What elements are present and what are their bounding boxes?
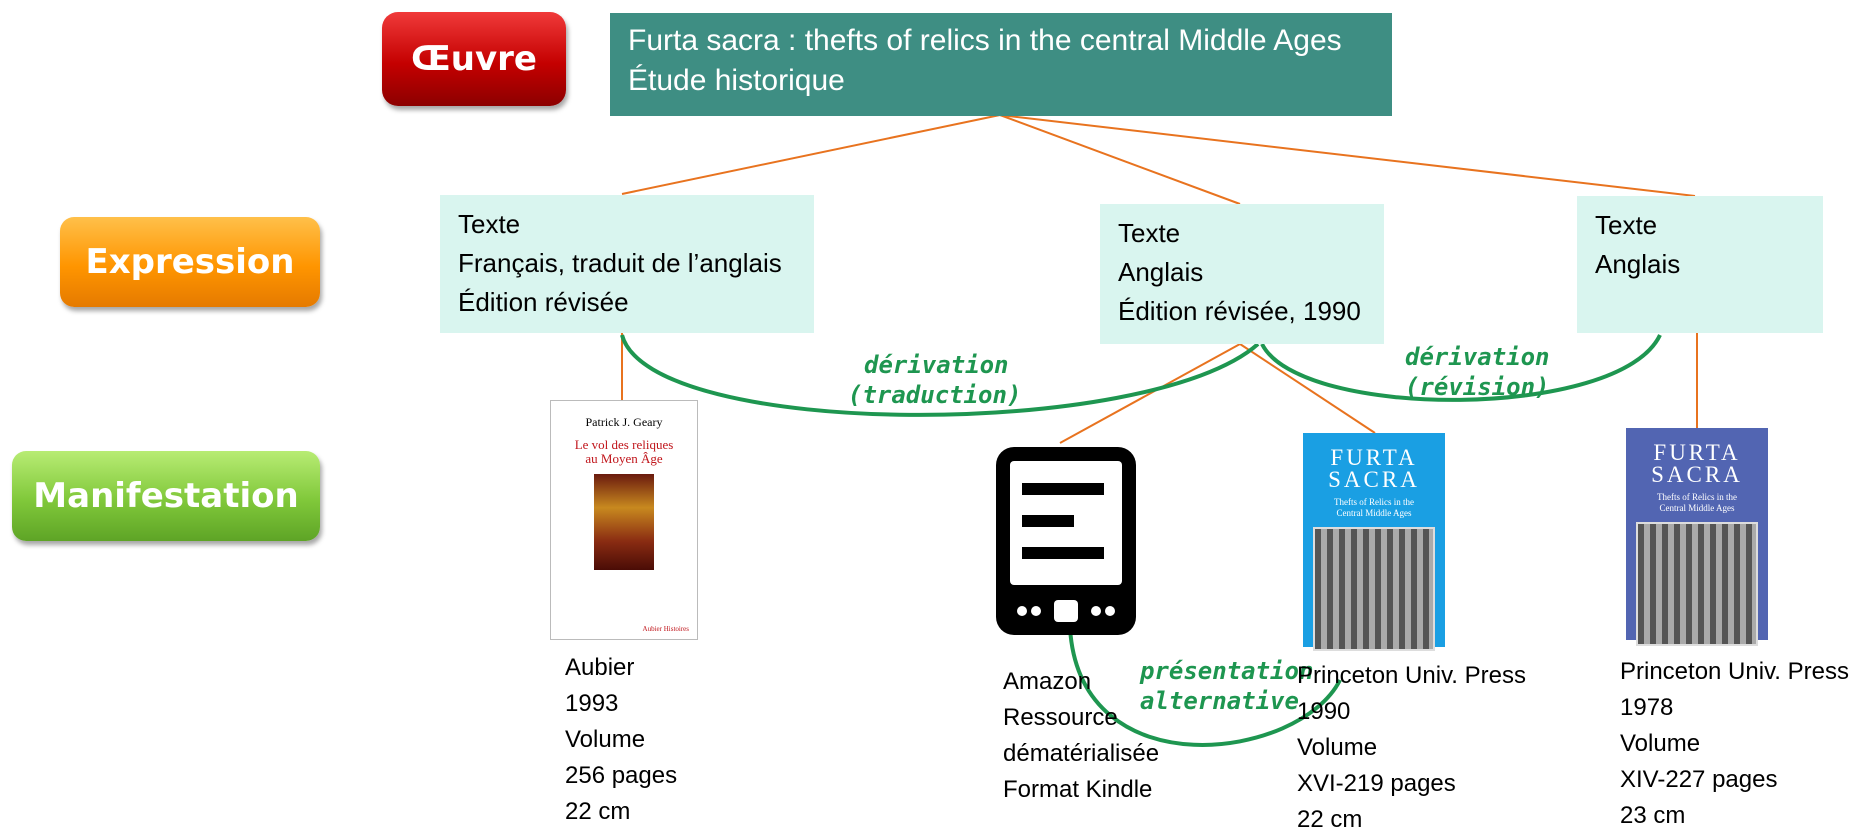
cover-title-line: FURTA <box>1330 445 1418 470</box>
book-cover-princeton-1978: FURTA SACRA Thefts of Relics in the Cent… <box>1626 428 1768 664</box>
relation-label-presentation: présentation alternative <box>1140 656 1313 716</box>
expression-line: Texte <box>1118 218 1181 248</box>
manifestation-line: 22 cm <box>1297 806 1363 833</box>
manifestation-kindle: Amazon Ressource dématérialisée Format K… <box>1003 664 1159 808</box>
link-expr2-manif3 <box>1239 343 1376 434</box>
cover-author: PATRICK J. GEARY <box>1642 654 1752 664</box>
expression-line: Édition révisée, 1990 <box>1118 296 1361 326</box>
cover-author: Patrick J. Geary <box>585 415 663 429</box>
cover-illustration <box>1313 527 1435 651</box>
expression-box-english: Texte Anglais <box>1577 196 1823 333</box>
expression-level-label: Expression <box>60 217 320 307</box>
manifestation-princeton-1990: Princeton Univ. Press 1990 Volume XVI-21… <box>1297 658 1526 838</box>
manifestation-line: Aubier <box>565 654 635 681</box>
manifestation-line: 1990 <box>1297 698 1351 725</box>
manifestation-line: Volume <box>565 726 646 753</box>
manifestation-line: Princeton Univ. Press <box>1620 658 1849 685</box>
link-oeuvre-expr3 <box>999 114 1696 197</box>
cover-subtitle-line: Central Middle Ages <box>1659 503 1735 513</box>
expression-box-english-1990: Texte Anglais Édition révisée, 1990 <box>1100 204 1384 344</box>
cover-title-line: SACRA <box>1328 467 1420 492</box>
relation-label-revision: dérivation (révision) <box>1405 342 1550 402</box>
link-oeuvre-expr2 <box>999 114 1241 205</box>
manifestation-line: Amazon <box>1003 668 1092 695</box>
cover-illustration <box>1636 522 1758 646</box>
cover-publisher: Aubier Histoires <box>642 625 689 633</box>
relation-line: présentation <box>1140 657 1314 685</box>
cover-statue-image <box>594 474 654 570</box>
oeuvre-box: Furta sacra : thefts of relics in the ce… <box>610 13 1392 116</box>
expression-line: Anglais <box>1595 249 1681 279</box>
book-cover-aubier: Patrick J. Geary Le vol des reliques au … <box>550 400 698 640</box>
manifestation-line: dématérialisée <box>1003 740 1160 767</box>
oeuvre-level-label: Œuvre <box>382 12 566 106</box>
expression-line: Texte <box>458 209 521 239</box>
expression-line: Anglais <box>1118 257 1204 287</box>
manifestation-line: 1993 <box>565 690 619 717</box>
relation-line: dérivation <box>1405 343 1550 371</box>
manifestation-line: 23 cm <box>1620 802 1686 829</box>
manifestation-level-label: Manifestation <box>12 451 320 541</box>
oeuvre-subtitle: Étude historique <box>628 64 845 97</box>
manifestation-line: Volume <box>1620 730 1701 757</box>
expression-line: Français, traduit de l’anglais <box>458 248 782 278</box>
relation-line: (révision) <box>1405 373 1550 401</box>
link-expr2-kindle <box>1059 343 1241 444</box>
manifestation-line: Princeton Univ. Press <box>1297 662 1526 689</box>
ereader-icon <box>996 447 1136 635</box>
cover-title-line: SACRA <box>1651 462 1743 487</box>
manifestation-line: 1978 <box>1620 694 1674 721</box>
relation-label-traduction: dérivation (traduction) <box>848 350 1021 410</box>
cover-author: PATRICK J. GEARY <box>1319 659 1429 669</box>
cover-subtitle: Thefts of Relics in the Central Middle A… <box>1626 492 1768 514</box>
manifestation-line: XVI-219 pages <box>1297 770 1456 797</box>
link-oeuvre-expr1 <box>621 114 1001 195</box>
manifestation-line: Volume <box>1297 734 1378 761</box>
arc-derivation-traduction <box>620 334 1260 417</box>
expression-line: Édition révisée <box>458 287 629 317</box>
oeuvre-title: Furta sacra : thefts of relics in the ce… <box>628 24 1342 57</box>
manifestation-line: 256 pages <box>565 762 678 789</box>
cover-subtitle-line: Thefts of Relics in the <box>1334 497 1414 507</box>
manifestation-aubier: Aubier 1993 Volume 256 pages 22 cm <box>565 650 677 830</box>
manifestation-line: Format Kindle <box>1003 776 1153 803</box>
cover-title: FURTA SACRA <box>1303 445 1445 492</box>
arc-presentation-alternative <box>1068 627 1342 747</box>
cover-subtitle-line: Central Middle Ages <box>1336 508 1412 518</box>
relation-line: alternative <box>1140 687 1299 715</box>
expression-box-french: Texte Français, traduit de l’anglais Édi… <box>440 195 814 333</box>
cover-title: FURTA SACRA <box>1626 440 1768 487</box>
manifestation-line: 22 cm <box>565 798 631 825</box>
cover-title-line: FURTA <box>1653 440 1741 465</box>
arc-derivation-revision <box>1260 334 1662 402</box>
manifestation-princeton-1978: Princeton Univ. Press 1978 Volume XIV-22… <box>1620 654 1849 834</box>
cover-title-line: Le vol des reliques <box>574 437 674 452</box>
book-cover-princeton-1990: FURTA SACRA Thefts of Relics in the Cent… <box>1303 433 1445 669</box>
manifestation-line: XIV-227 pages <box>1620 766 1778 793</box>
cover-subtitle: Thefts of Relics in the Central Middle A… <box>1303 497 1445 519</box>
cover-title: Le vol des reliques au Moyen Âge <box>551 438 697 466</box>
relation-line: (traduction) <box>848 381 1022 409</box>
cover-title-line: au Moyen Âge <box>585 451 663 466</box>
manifestation-line: Ressource <box>1003 704 1118 731</box>
relation-line: dérivation <box>864 351 1009 379</box>
expression-line: Texte <box>1595 210 1658 240</box>
cover-subtitle-line: Thefts of Relics in the <box>1657 492 1737 502</box>
